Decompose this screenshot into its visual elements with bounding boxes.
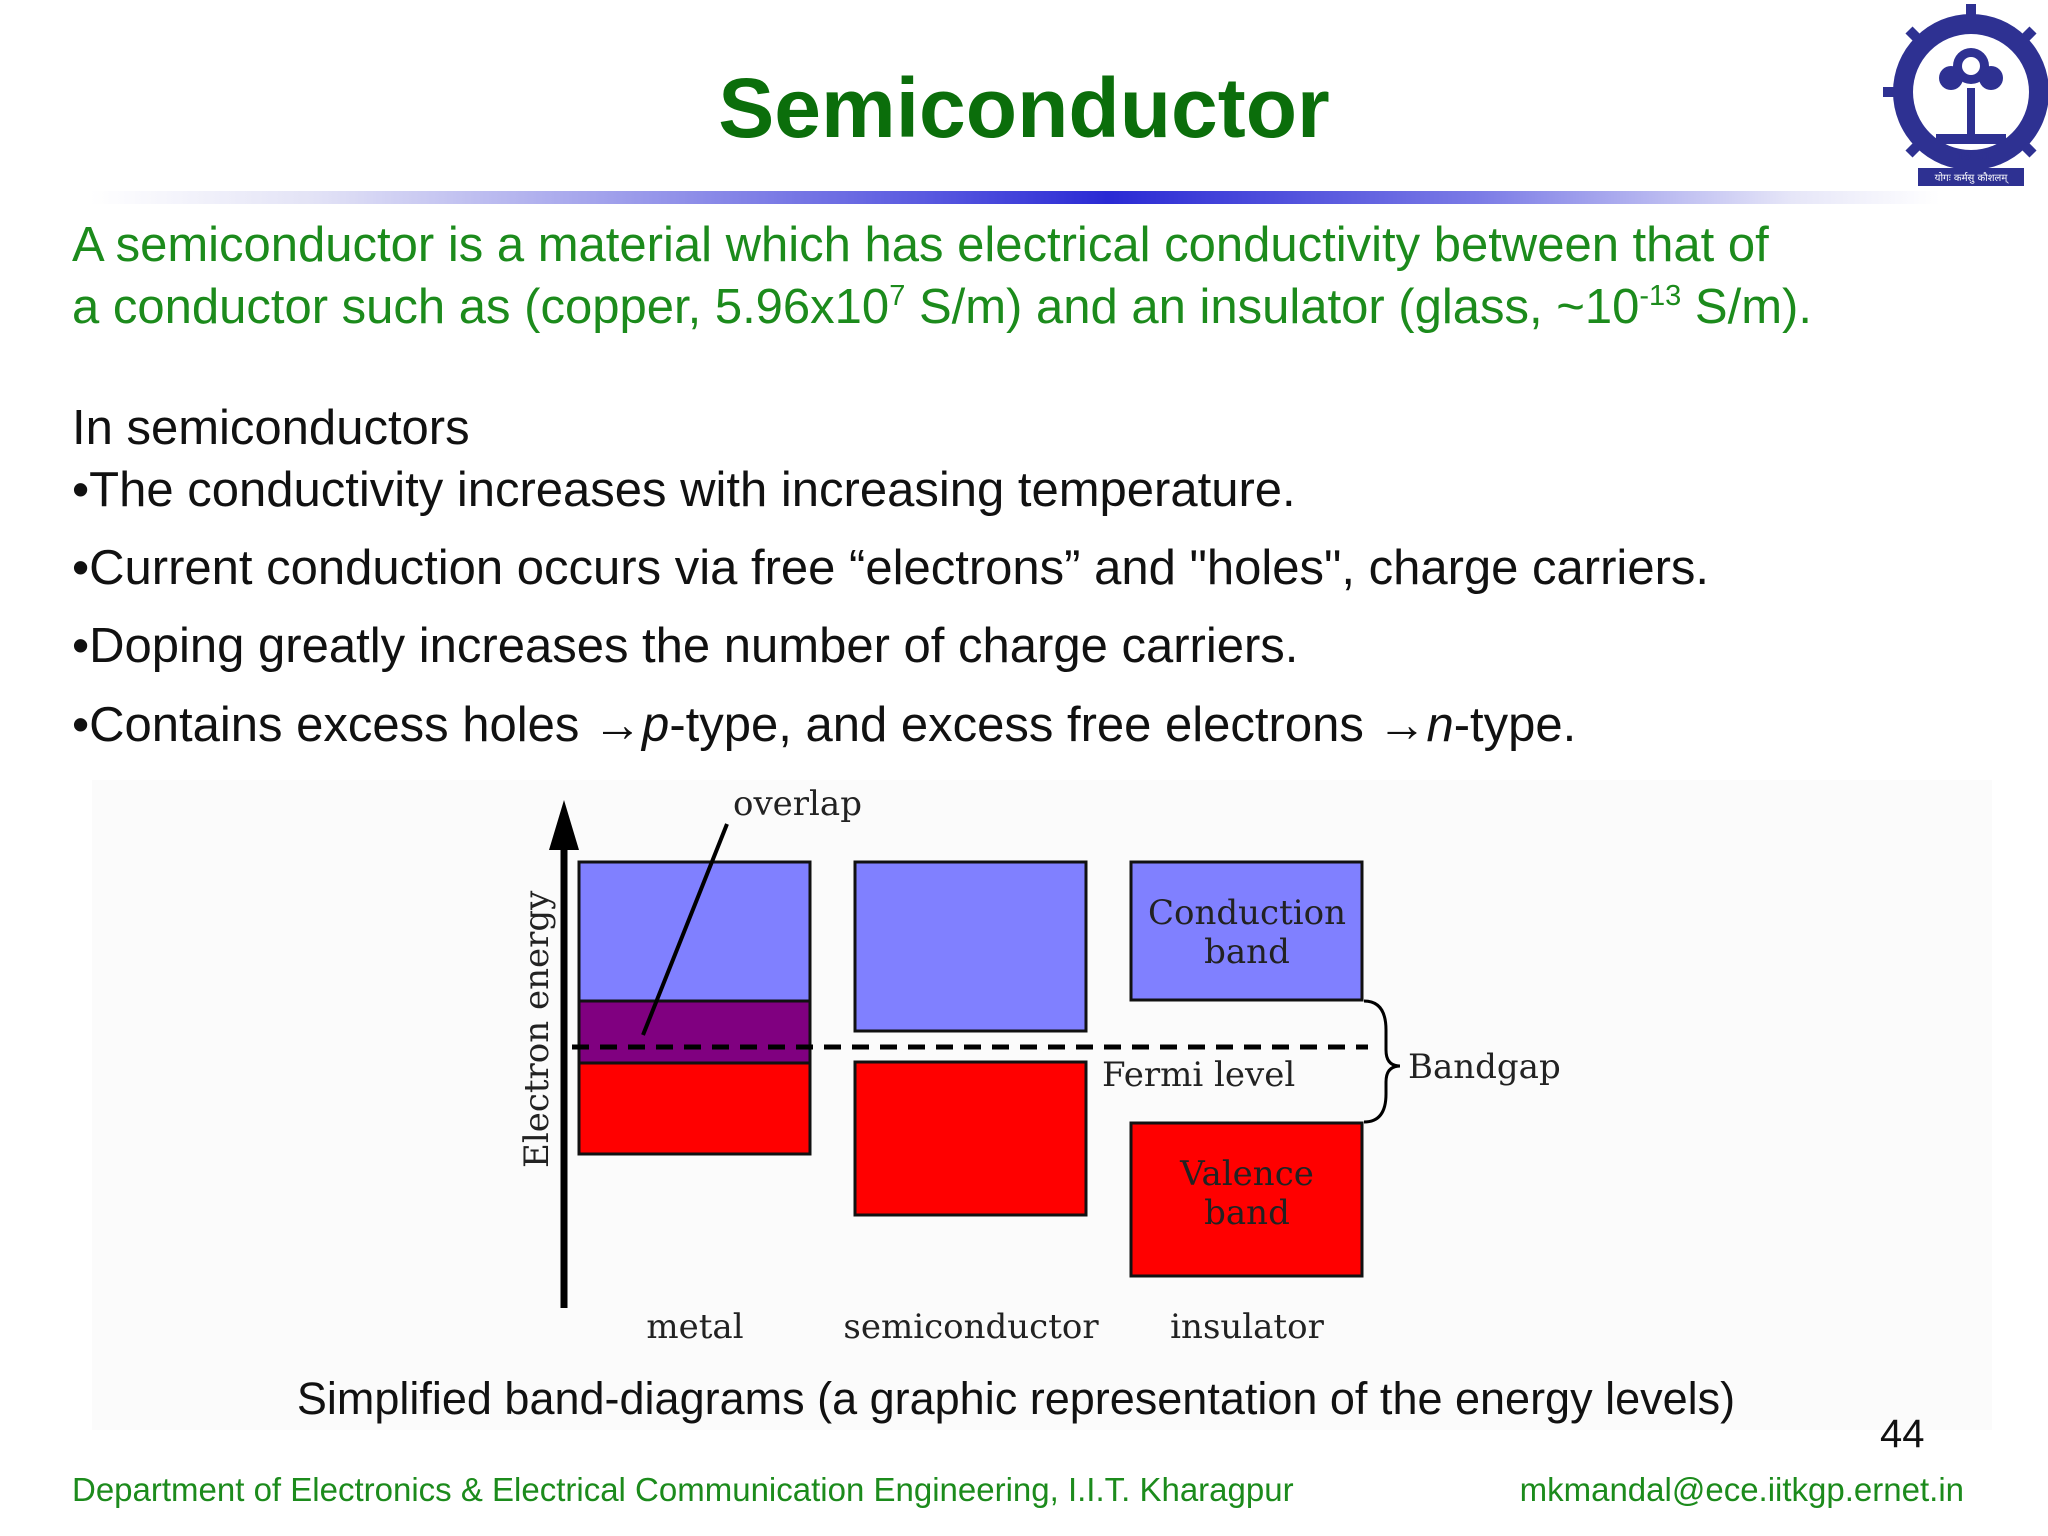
copper-exponent: 7 [889, 280, 906, 312]
intro-line-2-part-3: S/m). [1681, 280, 1812, 334]
insulator-valence-band [1129, 1121, 1364, 1278]
bandgap-label: Bandgap [1408, 1047, 1561, 1087]
valence-label-line-1: Valence [1179, 1154, 1314, 1194]
conduction-label-line-2: band [1204, 932, 1290, 972]
p-type-letter: p [642, 698, 670, 752]
metal-conduction-band [577, 860, 812, 1003]
metal-valence-band [577, 1061, 812, 1156]
insulator-conduction-band [1129, 860, 1364, 1002]
glass-exponent: -13 [1639, 280, 1682, 312]
footer-email: mkmandal@ece.iitkgp.ernet.in [1519, 1471, 1964, 1508]
category-label-metal: metal [646, 1307, 743, 1347]
bullet-types-part-3: -type. [1453, 698, 1577, 752]
n-type-letter: n [1426, 698, 1454, 752]
conduction-label-line-1: Conduction [1148, 893, 1346, 933]
category-label-semiconductor: semiconductor [843, 1307, 1099, 1347]
logo-year-right: 51 [1976, 150, 1991, 163]
overlap-pointer [641, 823, 729, 1036]
bullet-temperature: •The conductivity increases with increas… [72, 463, 1296, 517]
footer-department: Department of Electronics & Electrical C… [72, 1471, 1294, 1508]
valence-label-line-2: band [1204, 1193, 1290, 1233]
arrow-right-icon: → [1377, 698, 1427, 752]
slide-title: Semiconductor [718, 61, 1330, 155]
intro-line-2-part-2: S/m) and an insulator (glass, ~10 [905, 280, 1640, 334]
iit-kharagpur-logo: 19 51 योगः कर्मसु कौशलम् [1878, 0, 2048, 190]
category-label-insulator: insulator [1170, 1307, 1324, 1347]
logo-motto: योगः कर्मसु कौशलम् [1935, 172, 2010, 184]
overlap-label: overlap [733, 784, 862, 824]
bullet-types-part-1: •Contains excess holes [72, 698, 594, 752]
fermi-level-label: Fermi level [1102, 1055, 1295, 1095]
bullet-types: •Contains excess holes →p-type, and exce… [72, 697, 1576, 753]
y-axis-label: Electron energy [517, 890, 557, 1168]
arrow-right-icon: → [593, 698, 643, 752]
logo-year-left: 19 [1956, 150, 1971, 163]
bandgap-brace [1363, 999, 1401, 1124]
semiconductor-valence-band [853, 1060, 1088, 1217]
intro-line-2-part-1: a conductor such as (copper, 5.96x10 [72, 280, 890, 334]
figure-caption: Simplified band-diagrams (a graphic repr… [296, 1373, 1736, 1424]
intro-line-1: A semiconductor is a material which has … [72, 218, 1769, 272]
bullet-carriers: •Current conduction occurs via free “ele… [72, 541, 1710, 595]
metal-overlap-band [577, 999, 812, 1065]
title-divider [90, 191, 1940, 204]
intro-paragraph: A semiconductor is a material which has … [72, 214, 1992, 338]
semiconductor-conduction-band [853, 860, 1088, 1033]
page-number: 44 [1880, 1412, 1925, 1456]
bullets-lead: In semiconductors [72, 401, 470, 455]
energy-axis-arrow-icon [549, 800, 579, 850]
bullet-doping: •Doping greatly increases the number of … [72, 619, 1299, 673]
bullet-types-part-2: -type, and excess free electrons [669, 698, 1378, 752]
